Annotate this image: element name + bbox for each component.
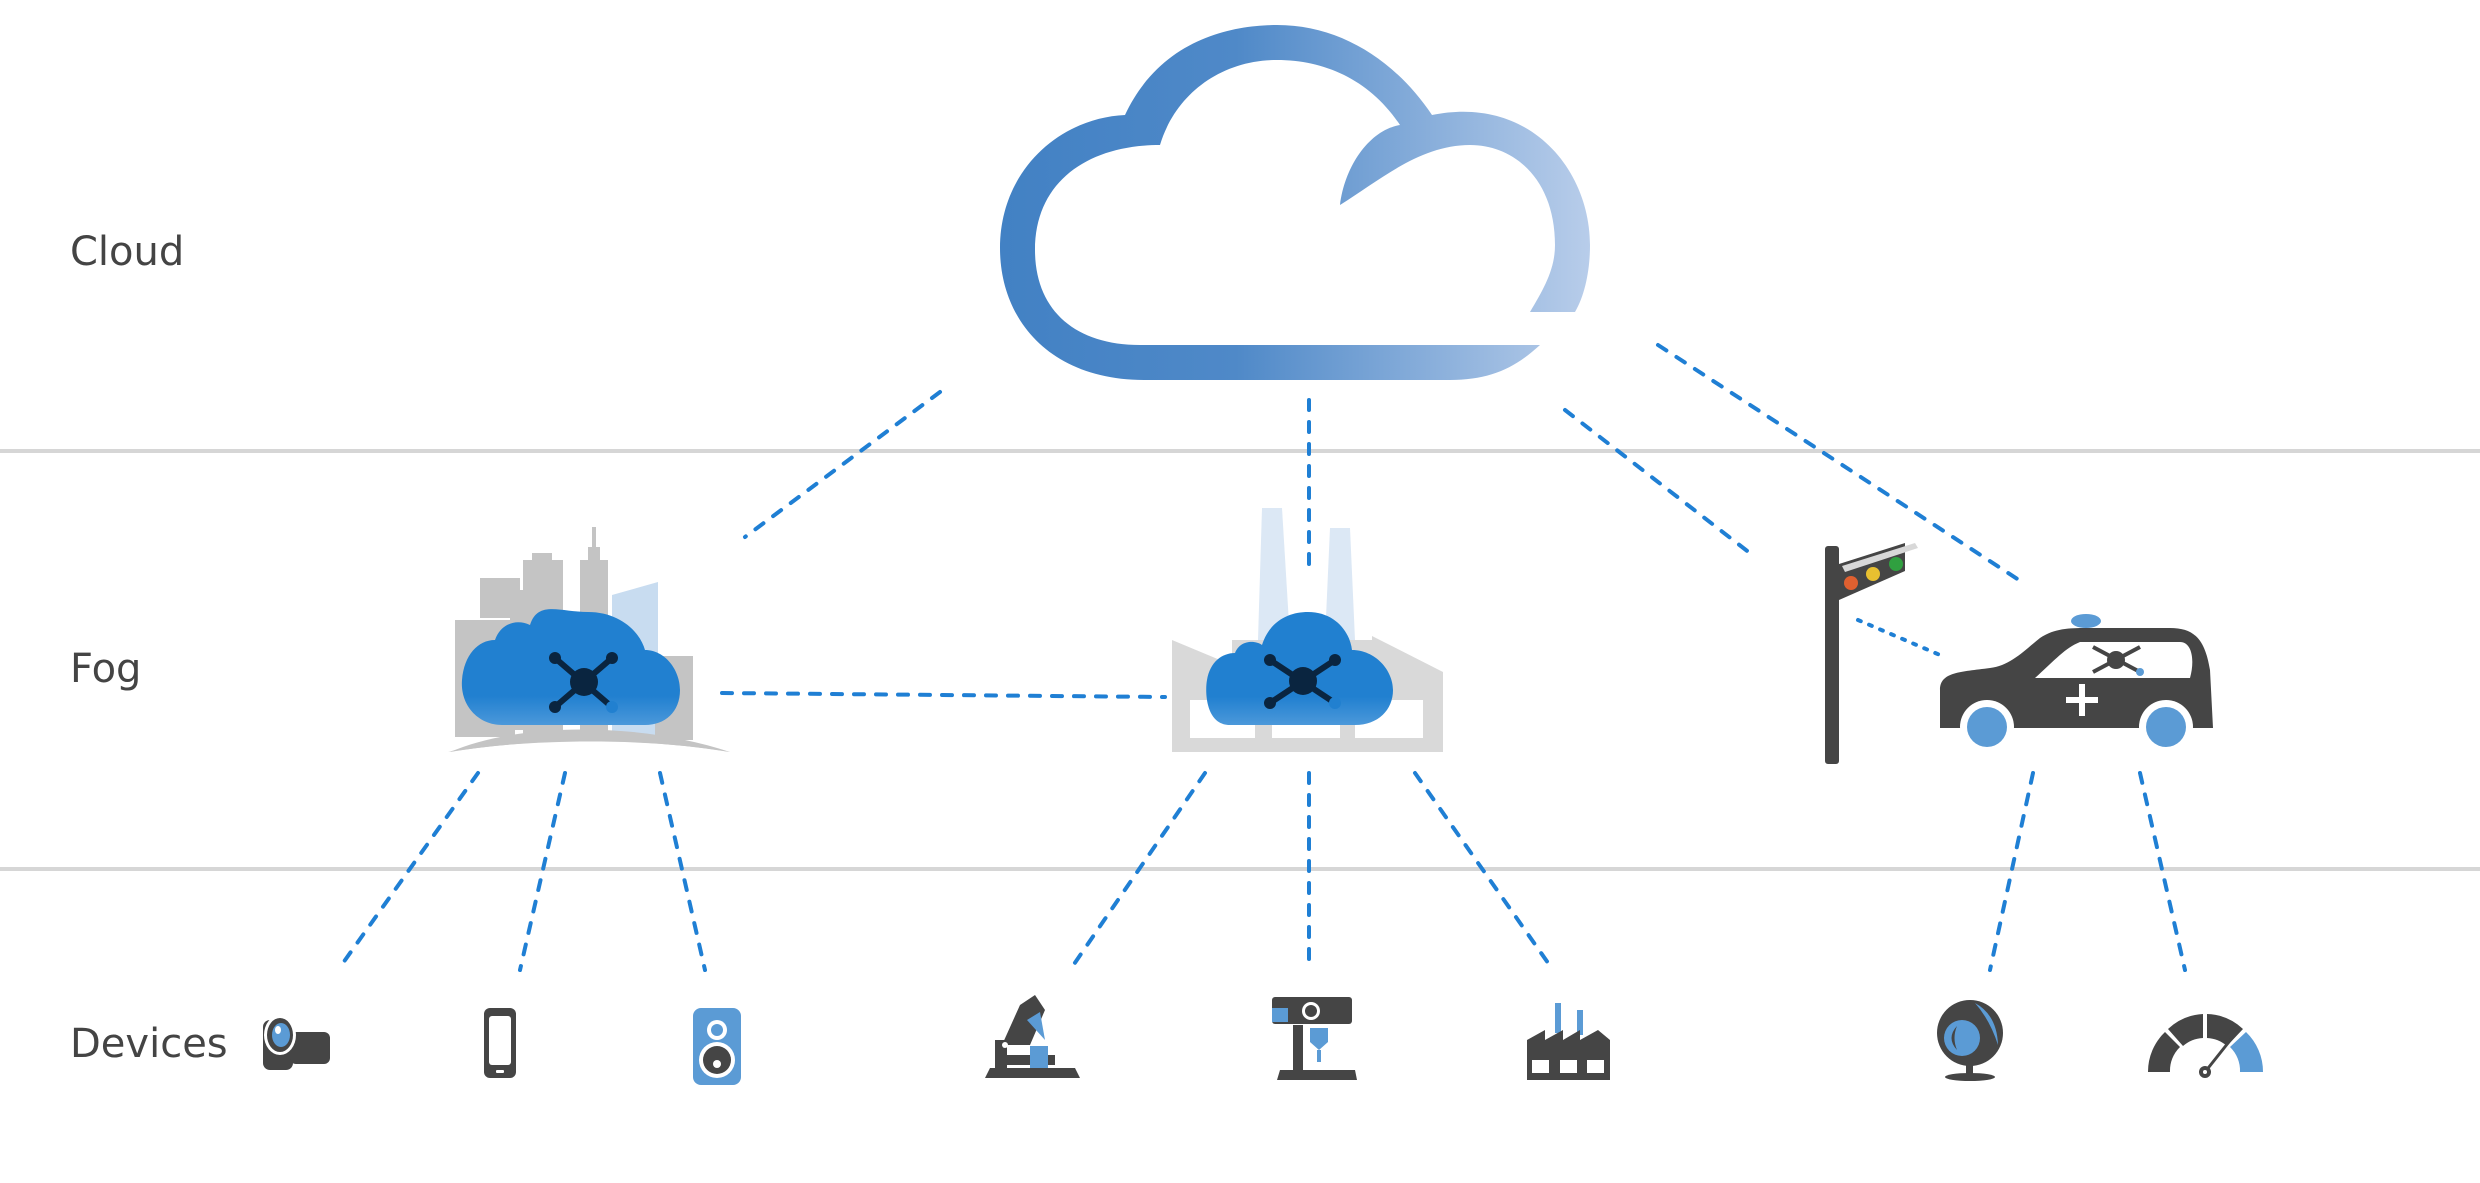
webcam-icon (1937, 1000, 2003, 1081)
link-car-gauge (2138, 771, 2187, 972)
drone-icon (1264, 654, 1341, 709)
factory-icon (1527, 1003, 1610, 1080)
speedometer-gauge-icon (2147, 1014, 2264, 1078)
cloud-outline-icon (1000, 25, 1590, 380)
link-city-camcorder (336, 771, 480, 972)
link-city-factory (720, 691, 1167, 699)
drone-icon (549, 652, 618, 713)
smartphone-icon (484, 1008, 516, 1078)
link-traffic-light-car (1856, 618, 1942, 657)
link-factory-factory (1413, 771, 1555, 972)
link-cloud-car (1656, 343, 2024, 584)
layer-label-fog: Fog (70, 646, 141, 692)
speaker-icon (693, 1008, 741, 1085)
city-fog-icon (448, 527, 730, 752)
link-city-speaker (658, 771, 707, 972)
layer-label-cloud: Cloud (70, 229, 184, 275)
drill-press-icon (1272, 997, 1357, 1080)
link-city-smartphone (518, 771, 567, 972)
connected-car-icon (1940, 614, 2213, 754)
link-factory-saw (1068, 771, 1207, 972)
layer-label-devices: Devices (70, 1021, 228, 1067)
link-car-webcam (1988, 771, 2035, 972)
miter-saw-icon (985, 995, 1080, 1078)
traffic-light-icon (1825, 543, 1918, 764)
link-cloud-traffic-light (1563, 408, 1757, 559)
links (336, 343, 2187, 972)
factory-fog-icon (1172, 508, 1443, 752)
camcorder-icon (263, 1015, 330, 1070)
drone-icon (2092, 645, 2144, 676)
link-cloud-city (743, 390, 942, 539)
